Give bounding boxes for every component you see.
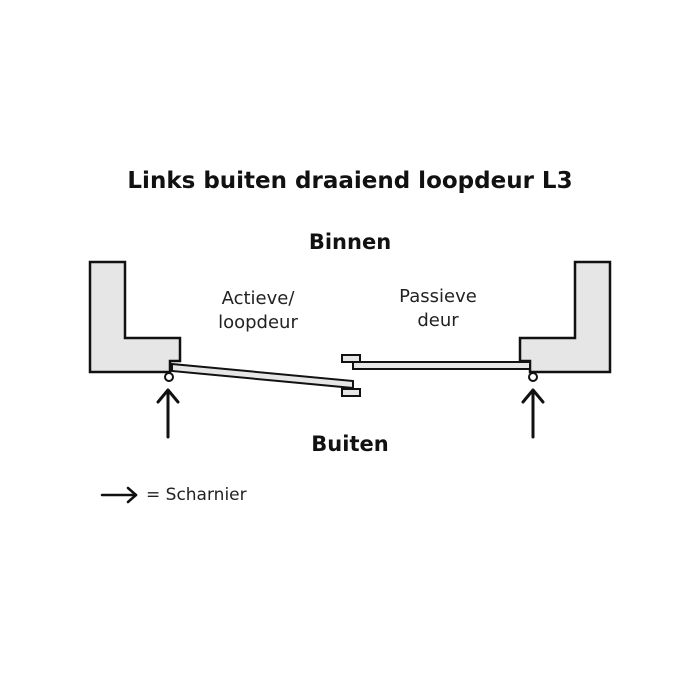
- active-door-label-line2: loopdeur: [218, 312, 298, 333]
- active-door-leaf: [171, 362, 361, 397]
- active-door-label: Actieve/ loopdeur: [196, 287, 320, 335]
- arrow-right-icon: [100, 486, 138, 504]
- passive-door-label-line1: Passieve: [399, 286, 477, 307]
- left-hinge-arrow-icon: [156, 388, 180, 439]
- right-hinge-arrow-icon: [521, 388, 545, 439]
- passive-door-label: Passieve deur: [376, 285, 500, 333]
- diagram-title: Links buiten draaiend loopdeur L3: [127, 168, 573, 194]
- left-frame: [88, 260, 182, 374]
- legend-text: = Scharnier: [146, 485, 247, 505]
- passive-door-leaf: [341, 354, 531, 370]
- outside-label: Buiten: [311, 432, 389, 456]
- left-hinge-icon: [164, 372, 174, 382]
- legend: = Scharnier: [100, 485, 247, 505]
- active-door-label-line1: Actieve/: [221, 288, 295, 309]
- right-frame: [518, 260, 612, 374]
- passive-door-label-line2: deur: [417, 310, 459, 331]
- right-hinge-icon: [528, 372, 538, 382]
- inside-label: Binnen: [308, 230, 392, 254]
